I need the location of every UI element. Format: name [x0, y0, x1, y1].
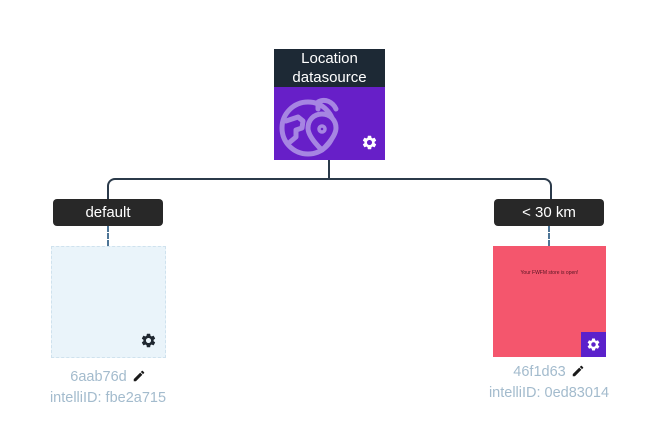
- node-card-30km[interactable]: Your FWFM store is open!: [493, 246, 606, 357]
- gear-icon[interactable]: [140, 332, 157, 349]
- branch-connector-frame: [107, 178, 552, 201]
- gear-icon: [587, 338, 600, 351]
- root-node-location-datasource[interactable]: Location datasource: [274, 49, 385, 160]
- root-node-body[interactable]: [274, 87, 385, 160]
- node-id: 46f1d63: [513, 364, 566, 380]
- intelli-id: intelliID: 0ed83014: [488, 385, 610, 401]
- creative-preview-text: Your FWFM store is open!: [520, 270, 579, 276]
- globe-location-icon: [279, 97, 339, 157]
- intelli-id: intelliID: fbe2a715: [49, 390, 167, 406]
- gear-chip[interactable]: [581, 332, 606, 357]
- edit-pencil-icon[interactable]: [132, 369, 146, 383]
- node-card-default[interactable]: [51, 246, 166, 358]
- node-id: 6aab76d: [70, 369, 127, 385]
- root-connector-line: [328, 160, 330, 179]
- dashed-connector-right: [548, 226, 550, 246]
- root-node-title: Location datasource: [274, 49, 385, 87]
- caption-default: 6aab76d intelliID: fbe2a715: [8, 367, 208, 410]
- edge-label-30km: < 30 km: [494, 199, 604, 226]
- dashed-connector-left: [107, 226, 109, 246]
- edge-label-default: default: [53, 199, 163, 226]
- edit-pencil-icon[interactable]: [571, 364, 585, 378]
- caption-30km: 46f1d63 intelliID: 0ed83014: [449, 362, 649, 405]
- gear-icon[interactable]: [361, 134, 378, 151]
